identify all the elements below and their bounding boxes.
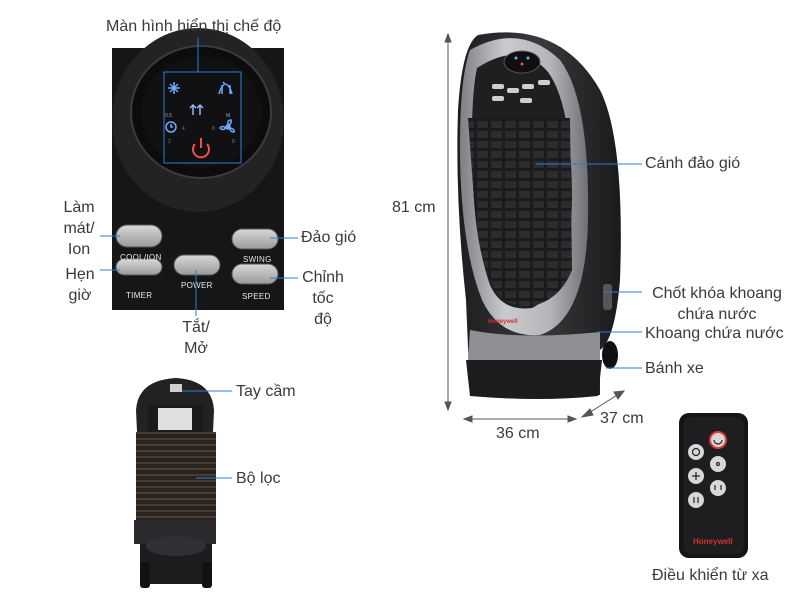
display-icons (165, 81, 235, 159)
clock-icon (165, 121, 177, 133)
remote-timer-button[interactable] (688, 444, 704, 460)
remote-fan-button[interactable] (710, 456, 726, 472)
clock-icon (691, 447, 701, 457)
speed-label: Chỉnh tốc độ (302, 269, 344, 328)
display-mark-speed-mid: M (226, 113, 230, 119)
timer-button-label: TIMER (126, 291, 152, 300)
filter-label: Bộ lọc (236, 470, 281, 487)
fan-speed-icon (219, 119, 235, 133)
fan-icon (715, 461, 721, 467)
cool-ion-label: Làm mát/ Ion (63, 199, 95, 258)
control-panel (112, 28, 284, 310)
back-view (134, 378, 216, 588)
remote-speed-button[interactable] (688, 492, 704, 508)
height-label: 81 cm (392, 199, 436, 216)
timer-button[interactable] (115, 258, 163, 276)
display-mark-timer-2: 2 (168, 139, 171, 145)
handle-label: Tay cầm (236, 383, 296, 400)
up-arrows-icon (693, 497, 699, 503)
arrow-up-icon (444, 32, 452, 43)
cool-ion-button-label: COOL/ION (120, 253, 162, 262)
power-button-label: POWER (181, 281, 213, 290)
louver-label: Cánh đảo gió (645, 155, 741, 172)
panel-leaders (100, 235, 298, 316)
arrow-down-icon (444, 401, 452, 412)
swing-button-label: SWING (243, 255, 272, 264)
speed-button[interactable] (231, 263, 279, 285)
swing-label: Đảo gió (301, 229, 357, 246)
display-mark-timer-8b: 8 (232, 139, 235, 145)
display-highlight (163, 71, 242, 164)
arrow-diag-icon-2 (613, 390, 626, 400)
back-leaders (182, 390, 232, 479)
swing-icon (714, 485, 722, 490)
handle-tag (170, 384, 182, 392)
lock-label: Chốt khóa khoang chứa nước (652, 285, 782, 323)
up-arrows-icon (189, 103, 204, 115)
front-view (457, 32, 621, 399)
swing-button[interactable] (231, 228, 279, 250)
power-icon (192, 138, 210, 159)
remote-swing-button[interactable] (710, 480, 726, 496)
power-button[interactable] (173, 254, 221, 276)
remote-caption: Điều khiển từ xa (652, 567, 769, 584)
speed-button-label: SPEED (242, 292, 271, 301)
tank-label: Khoang chứa nước (645, 325, 784, 342)
remote-brand: Honeywell (693, 537, 733, 546)
display-mark-timer-8: 8 (212, 126, 215, 132)
timer-label: Hẹn giờ (65, 266, 95, 304)
dimension-lines (444, 32, 626, 423)
display-label: Màn hình hiển thị chế độ (106, 18, 282, 35)
display-mark-speed-low: 0.5 (165, 113, 172, 119)
display-mark-timer-4: 4 (182, 126, 185, 132)
power-label: Tắt/ Mở (182, 319, 210, 357)
snowflake-icon (692, 472, 700, 480)
remote-power-button[interactable] (709, 431, 727, 449)
front-brand: Honeywell (488, 319, 518, 325)
wheel-label: Bánh xe (645, 360, 704, 377)
width-label: 36 cm (496, 425, 540, 442)
depth-label: 37 cm (600, 410, 644, 427)
arrow-left-icon (462, 415, 473, 423)
remote-control (679, 413, 748, 558)
arrow-diag-icon (580, 408, 594, 418)
front-leaders (536, 163, 642, 369)
power-icon (713, 439, 723, 445)
snowflake-icon (168, 82, 180, 94)
swing-arrows-icon (218, 81, 233, 95)
arrow-right-icon (567, 415, 578, 423)
cool-ion-button[interactable] (115, 224, 163, 248)
